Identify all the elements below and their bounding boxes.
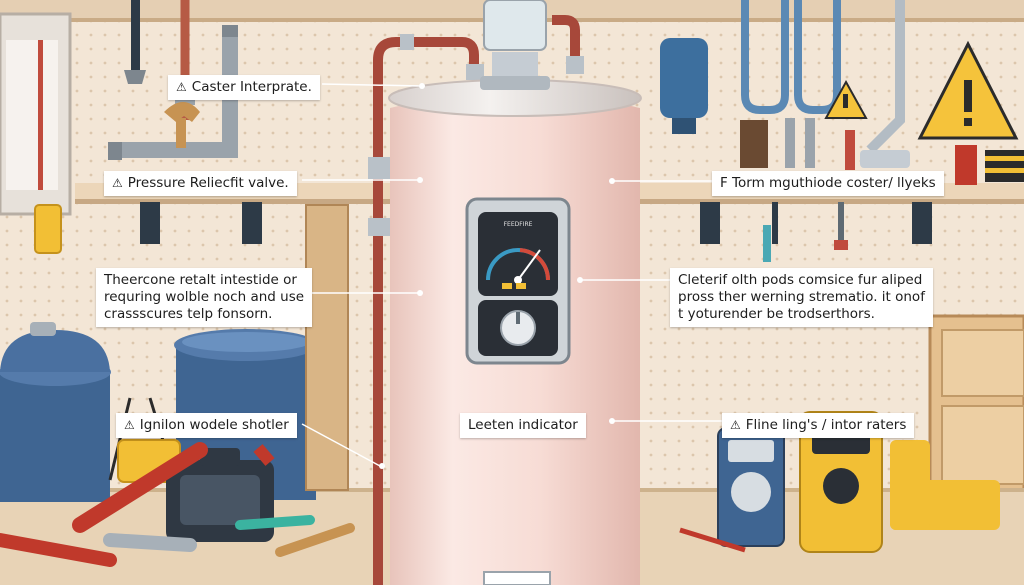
- hanging-wrenches: [124, 0, 200, 148]
- thermostat-control-panel[interactable]: FEEDFIRE: [465, 197, 571, 365]
- wall-pipes-left: [108, 0, 238, 160]
- warning-icon: ⚠: [730, 418, 741, 432]
- warning-icon: ⚠: [124, 418, 135, 432]
- wall-pipes-right: [660, 0, 1024, 185]
- callout-right-note: Cleterif olth pods comsice fur aliped pr…: [670, 268, 933, 327]
- bench-tools-left: [0, 397, 355, 567]
- hanging-tools-right: [763, 202, 848, 262]
- callout-thermostat: F Torm mguthiode coster/ llyeks: [712, 171, 944, 196]
- warning-sign-small: [824, 79, 868, 119]
- wooden-cabinet: [928, 314, 1024, 500]
- wall-cabinet: [0, 12, 72, 254]
- bench-tools-right: [679, 411, 1000, 553]
- callout-caster: ⚠Caster Interprate.: [168, 75, 320, 100]
- warning-sign-large: [917, 40, 1019, 140]
- callout-ignition-module: ⚠Ignilon wodele shotler: [116, 413, 297, 438]
- temperature-knob[interactable]: [500, 310, 536, 346]
- warning-icon: ⚠: [176, 80, 187, 94]
- callout-left-note: Theercone retalt intestide or requring w…: [96, 268, 313, 327]
- callout-indicator: Leeten indicator: [460, 413, 586, 438]
- copper-pipe: [368, 15, 584, 585]
- warning-icon: ⚠: [112, 176, 123, 190]
- callout-pressure-relief-valve: ⚠Pressure Reliecfit valve.: [104, 171, 297, 196]
- leader-dots: [379, 83, 615, 469]
- gauge-brand: FEEDFIRE: [504, 221, 533, 228]
- wooden-plank: [305, 204, 349, 491]
- leader-lines: [301, 83, 722, 467]
- callout-tools: ⚠Fline ling's / intor raters: [722, 413, 915, 438]
